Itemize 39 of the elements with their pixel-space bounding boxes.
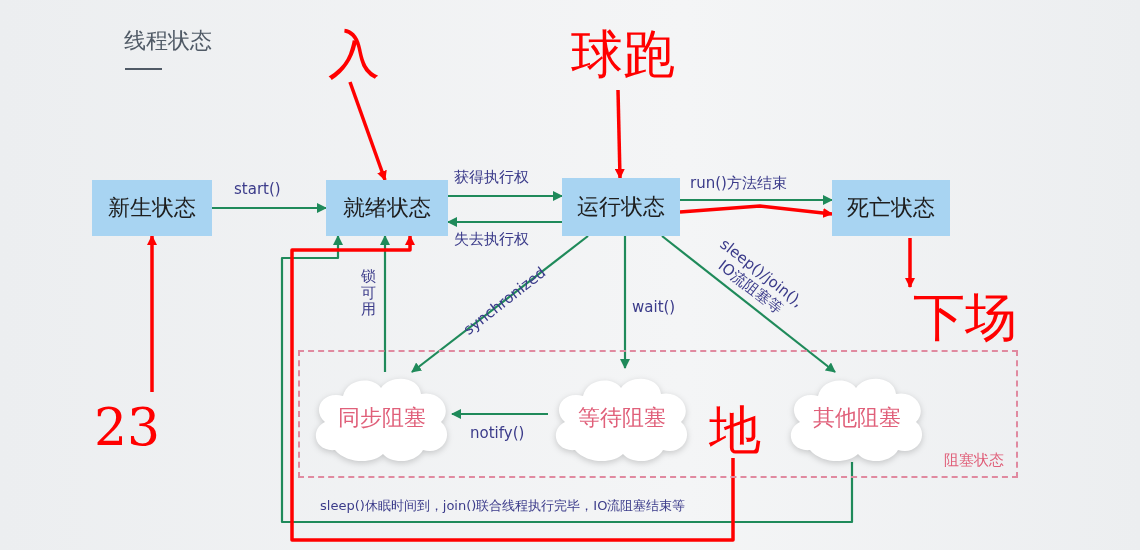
hand-drawn-arrow (905, 238, 915, 288)
hand-drawn-arrow (290, 235, 735, 542)
edge-label: notify() (470, 424, 525, 442)
diagram-title: 线程状态 (124, 27, 212, 55)
handwritten-text: 球跑 (571, 28, 675, 80)
state-label: 死亡状态 (847, 194, 935, 222)
handwritten-text: 23 (93, 401, 161, 453)
arrow (661, 235, 836, 373)
state-label: 新生状态 (108, 194, 196, 222)
hand-drawn-arrow (614, 89, 625, 179)
arrow (212, 203, 327, 213)
edge-label: 失去执行权 (454, 230, 529, 248)
handwritten-text: 入 (328, 28, 380, 80)
cloud-label: 同步阻塞 (338, 404, 426, 432)
handwritten-text: 下场 (913, 291, 1017, 343)
edge-label: run()方法结束 (690, 174, 787, 192)
arrow (451, 409, 548, 419)
arrow (411, 235, 589, 373)
hand-drawn-arrow (679, 204, 833, 218)
arrow (448, 191, 563, 201)
state-label: 就绪状态 (343, 194, 431, 222)
cloud-label: 其他阻塞 (813, 404, 901, 432)
state-label: 运行状态 (577, 193, 665, 221)
hand-drawn-arrow (348, 81, 387, 181)
arrow (620, 236, 630, 369)
edge-label: 获得执行权 (454, 168, 529, 186)
region-label: 阻塞状态 (944, 451, 1004, 470)
arrow (447, 217, 562, 227)
edge-label: wait() (632, 298, 676, 316)
blocked-state-region (298, 350, 1018, 478)
arrow (680, 195, 833, 205)
handwritten-text: 地 (709, 404, 761, 456)
edge-label: 锁可用 (361, 268, 376, 318)
arrow (380, 235, 390, 372)
edge-label: sleep()休眠时间到，join()联合线程执行完毕，IO流阻塞结束等 (320, 498, 686, 514)
edge-label: start() (234, 180, 281, 198)
arrow (280, 235, 854, 524)
cloud-label: 等待阻塞 (578, 404, 666, 432)
hand-drawn-arrow (147, 235, 157, 392)
